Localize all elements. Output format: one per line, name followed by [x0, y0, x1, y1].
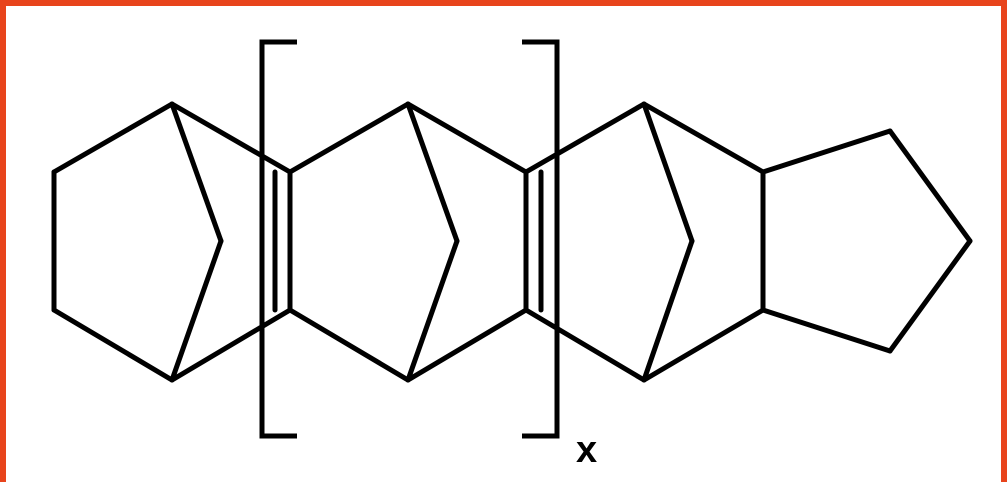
bond	[405, 101, 529, 175]
left-bracket	[259, 39, 297, 439]
right-bracket	[522, 39, 560, 439]
repeat-unit	[272, 101, 544, 383]
bond	[169, 307, 293, 383]
bond	[523, 101, 647, 175]
bond	[51, 307, 175, 383]
bond	[641, 307, 766, 383]
bond	[51, 101, 175, 175]
bond	[641, 101, 766, 175]
left-norbornane-unit	[51, 101, 293, 383]
bond	[760, 128, 893, 175]
bond	[287, 307, 411, 383]
bridge-bond	[405, 101, 460, 244]
bridge-bond	[641, 101, 695, 244]
bond	[169, 101, 293, 175]
bridge-bond	[169, 238, 224, 383]
repeat-subscript: x	[576, 429, 597, 471]
bridge-bond	[641, 238, 695, 383]
bridge-bond	[169, 101, 224, 244]
bridge-bond	[405, 238, 460, 383]
bond	[887, 238, 973, 354]
bond	[887, 128, 973, 244]
bond	[760, 307, 893, 354]
right-fused-unit	[523, 101, 973, 383]
bond	[405, 307, 529, 383]
bond	[523, 307, 647, 383]
bond	[287, 101, 411, 175]
